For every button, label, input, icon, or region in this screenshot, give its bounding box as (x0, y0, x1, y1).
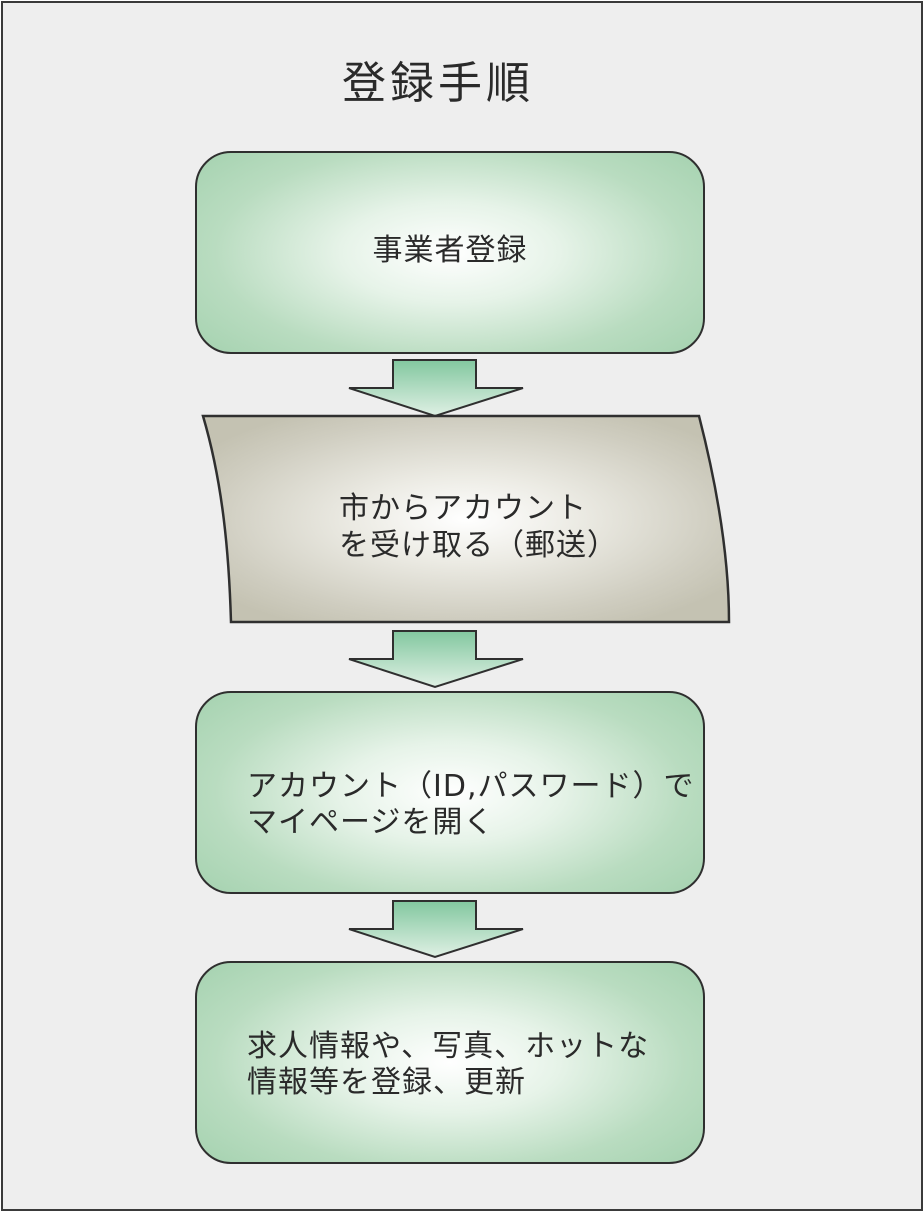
step-label: 市からアカウント を受け取る（郵送） (339, 491, 618, 563)
step-label: 事業者登録 (372, 233, 528, 268)
step-open-mypage: アカウント（ID,パスワード）で マイページを開く (195, 691, 705, 894)
down-arrow-icon (348, 630, 524, 689)
step-label: 求人情報や、写真、ホットな 情報等を登録、更新 (247, 1029, 650, 1100)
step-receive-account: 市からアカウント を受け取る（郵送） (201, 414, 733, 626)
down-arrow-icon (348, 359, 524, 418)
step-label: アカウント（ID,パスワード）で マイページを開く (247, 769, 695, 840)
step-register-update: 求人情報や、写真、ホットな 情報等を登録、更新 (195, 961, 705, 1164)
down-arrow-icon (348, 900, 524, 959)
page-title: 登録手順 (342, 58, 534, 109)
document-shape (201, 414, 731, 624)
step-business-registration: 事業者登録 (195, 151, 705, 354)
